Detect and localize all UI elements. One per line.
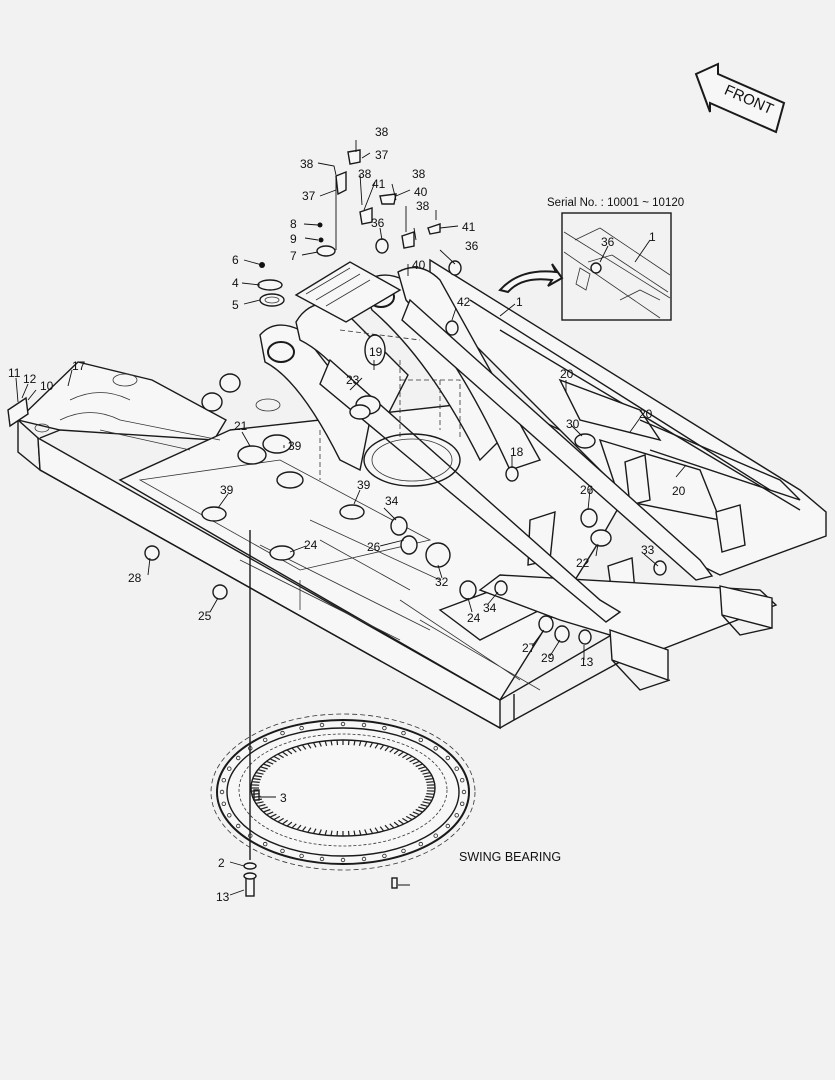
serial-inset: Serial No. : 10001 ~ 10120 36 1	[547, 197, 684, 321]
callout: 11	[8, 366, 21, 380]
callout: 40	[414, 185, 428, 199]
swing-bearing-teeth	[219, 721, 467, 863]
inset-callout: 36	[601, 235, 615, 249]
callout: 38	[300, 157, 314, 171]
callout: 40	[412, 258, 426, 272]
callout: 24	[467, 611, 481, 625]
callout: 29	[541, 651, 555, 665]
callout: 20	[560, 367, 574, 381]
callout: 17	[72, 359, 86, 373]
callout: 38	[416, 199, 430, 213]
leader-lines	[15, 140, 687, 896]
callout: 3	[280, 791, 287, 805]
callout: 23	[346, 373, 360, 387]
callout: 13	[216, 890, 230, 904]
callout: 36	[465, 239, 479, 253]
callout: 38	[412, 167, 426, 181]
callout: 12	[23, 372, 37, 386]
swing-bearing-label: SWING BEARING	[459, 850, 561, 864]
bolt-part	[243, 789, 398, 897]
callout: 19	[369, 345, 383, 359]
callout: 37	[375, 148, 389, 162]
callout: 39	[220, 483, 234, 497]
callout: 38	[358, 167, 372, 181]
callout: 27	[522, 641, 536, 655]
callout: 36	[371, 216, 385, 230]
callout: 39	[288, 439, 302, 453]
front-arrow: FRONT	[694, 62, 786, 134]
inset-callout: 1	[649, 230, 656, 244]
upper-frame	[16, 258, 827, 730]
callout: 21	[234, 419, 248, 433]
callout: 18	[510, 445, 524, 459]
callout: 41	[372, 177, 386, 191]
callout: 10	[40, 379, 54, 393]
callout: 38	[375, 125, 389, 139]
callout: 24	[304, 538, 318, 552]
callout: 9	[290, 232, 297, 246]
callout-labels: 38 37 38 37 38 41 38 40 38 41 8 9 7 36 3…	[8, 125, 686, 904]
callout: 20	[639, 407, 653, 421]
callout: 32	[435, 575, 449, 589]
callout: 37	[302, 189, 316, 203]
inset-bushing	[590, 262, 602, 274]
callout: 30	[566, 417, 580, 431]
callout: 5	[232, 298, 239, 312]
callout: 22	[576, 556, 590, 570]
inset-pointer-arrow	[498, 263, 564, 294]
callout: 34	[483, 601, 497, 615]
callout: 28	[128, 571, 142, 585]
callout: 2	[218, 856, 225, 870]
callout: 4	[232, 276, 239, 290]
callout: 42	[457, 295, 471, 309]
callout: 8	[290, 217, 297, 231]
serial-label: Serial No. : 10001 ~ 10120	[547, 197, 684, 209]
callout: 6	[232, 253, 239, 267]
callout: 26	[367, 540, 381, 554]
callout: 39	[357, 478, 371, 492]
callout: 26	[580, 483, 594, 497]
callout: 7	[290, 249, 297, 263]
callout: 41	[462, 220, 476, 234]
callout: 34	[385, 494, 399, 508]
callout: 20	[672, 484, 686, 498]
callout: 1	[516, 295, 523, 309]
callout: 13	[580, 655, 594, 669]
inset-frame	[561, 212, 672, 321]
hardware-parts	[7, 149, 667, 645]
callout: 33	[641, 543, 655, 557]
callout: 25	[198, 609, 212, 623]
